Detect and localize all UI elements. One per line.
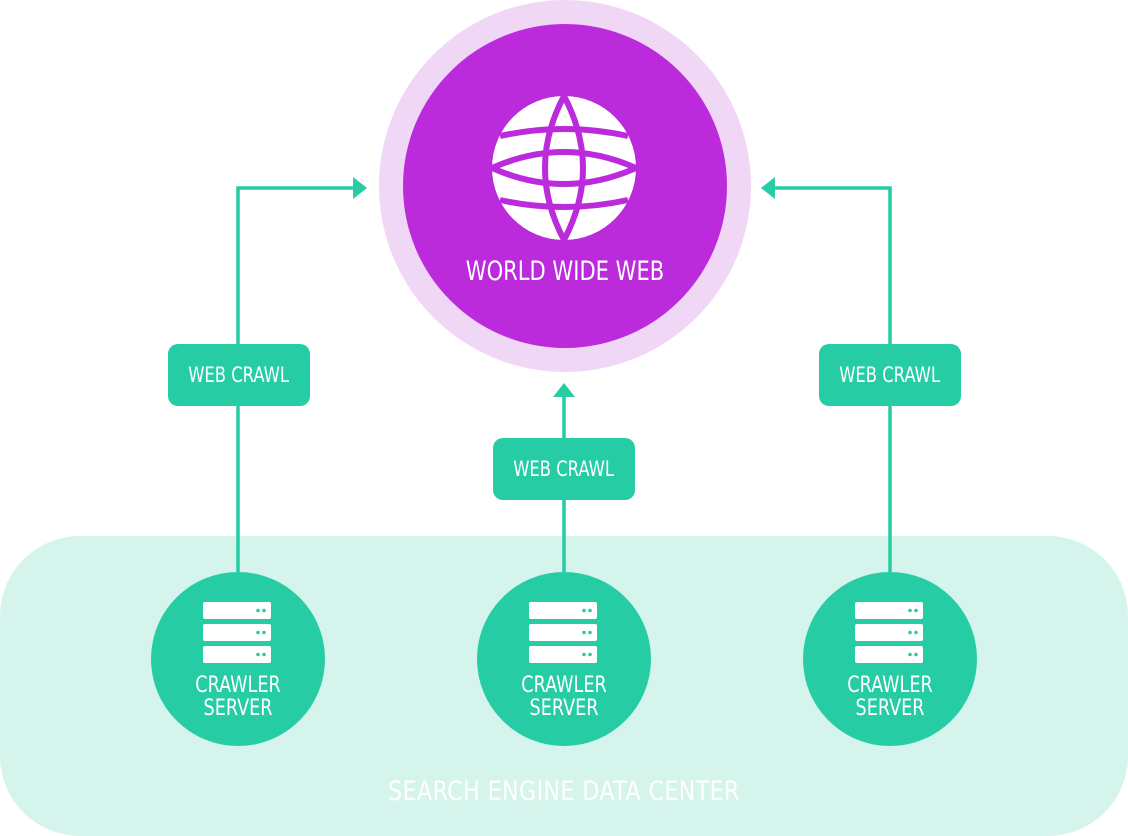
crawler-server-right: CRAWLER SERVER [803, 572, 977, 746]
right-arrowhead [761, 177, 775, 199]
web-crawl-badge-right: WEB CRAWL [819, 344, 961, 406]
server-rack-icon [529, 602, 597, 663]
datacenter-label: SEARCH ENGINE DATA CENTER [388, 776, 740, 807]
web-crawl-label: WEB CRAWL [513, 457, 615, 481]
crawler-server-label: CRAWLER SERVER [195, 673, 281, 721]
server-rack-icon [855, 602, 923, 663]
globe-icon [490, 94, 638, 242]
right-connector-line [772, 186, 892, 572]
crawler-server-label: CRAWLER SERVER [847, 673, 933, 721]
web-crawl-label: WEB CRAWL [188, 363, 290, 387]
web-crawl-badge-left: WEB CRAWL [168, 344, 310, 406]
crawler-server-left: CRAWLER SERVER [151, 572, 325, 746]
crawler-server-label: CRAWLER SERVER [521, 673, 607, 721]
left-connector-line [236, 186, 356, 572]
world-wide-web-label: WORLD WIDE WEB [465, 256, 665, 287]
center-arrowhead [553, 383, 575, 397]
crawler-server-center: CRAWLER SERVER [477, 572, 651, 746]
server-rack-icon [203, 602, 271, 663]
left-arrowhead [353, 177, 367, 199]
web-crawl-label: WEB CRAWL [839, 363, 941, 387]
web-crawl-badge-center: WEB CRAWL [493, 438, 635, 500]
